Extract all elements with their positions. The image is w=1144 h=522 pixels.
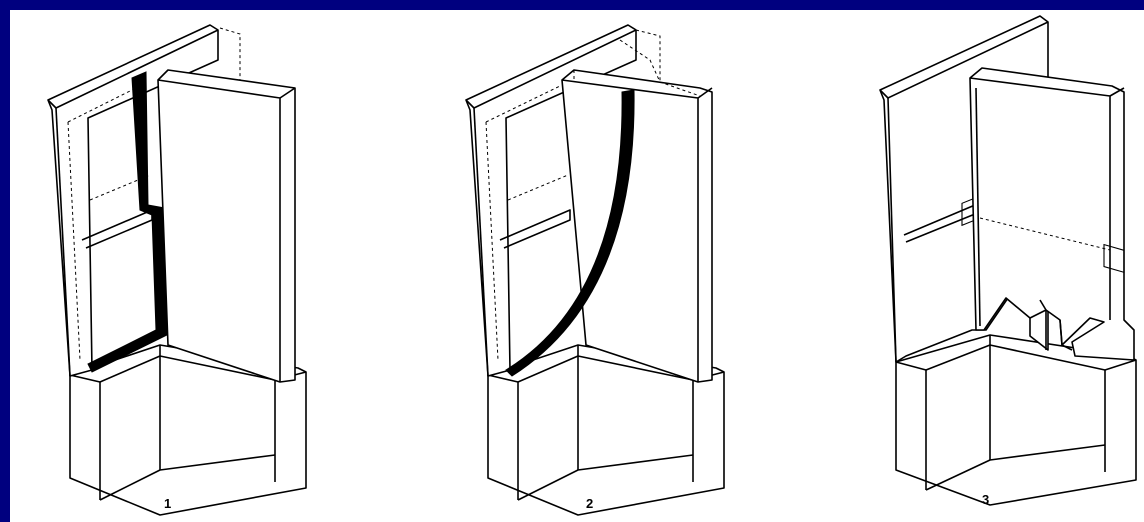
figure-1-crack — [87, 71, 168, 373]
figure-2-left-wall — [465, 24, 661, 377]
figure-2: 2 — [465, 24, 725, 516]
figure-3-base — [895, 334, 1137, 506]
figure-2-label: 2 — [586, 496, 593, 511]
figure-1-right-wall — [157, 69, 296, 383]
figure-3-right-wall — [969, 67, 1135, 361]
figure-2-crack — [505, 89, 635, 377]
figure-1-label: 1 — [164, 496, 171, 511]
figure-3-label: 3 — [982, 492, 989, 507]
figure-1: 1 — [47, 24, 307, 516]
figure-3: 3 — [879, 15, 1137, 507]
figure-2-right-wall — [561, 39, 713, 383]
joint-failure-diagram: 1 2 — [47, 15, 1137, 516]
diagram-panel: 1 2 — [10, 10, 1144, 522]
figure-2-base — [487, 344, 725, 516]
